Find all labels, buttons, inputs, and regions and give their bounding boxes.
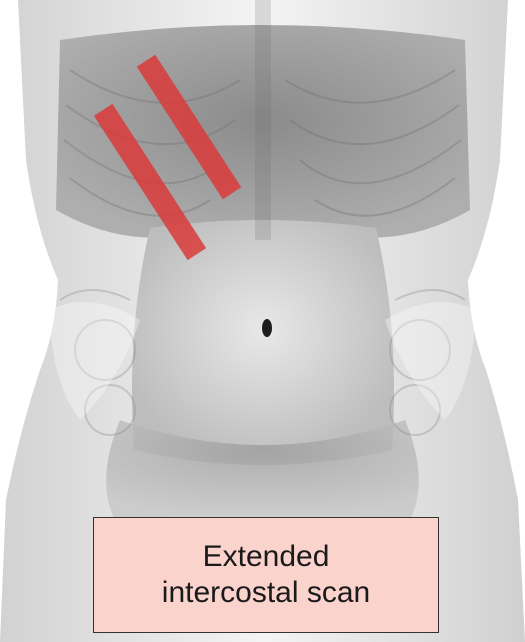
caption-box: Extended intercostal scan: [93, 517, 439, 633]
navel: [262, 319, 272, 337]
caption-line-1: Extended: [203, 539, 330, 575]
spine: [255, 0, 271, 240]
abdomen-region: [132, 220, 394, 465]
caption-line-2: intercostal scan: [162, 575, 370, 611]
